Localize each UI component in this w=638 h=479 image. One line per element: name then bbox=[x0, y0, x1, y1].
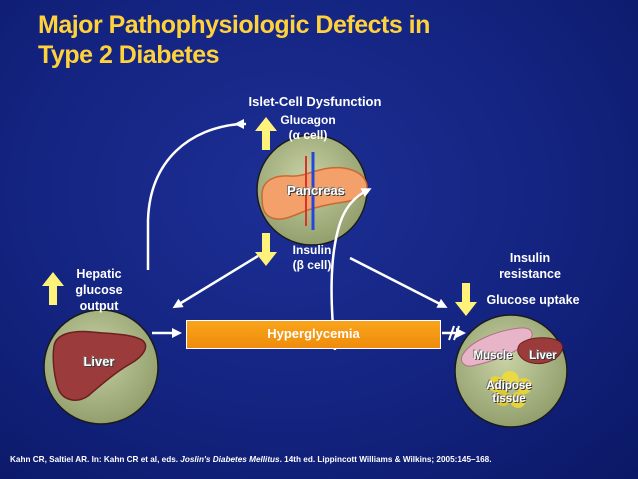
liver-shape bbox=[52, 330, 147, 401]
adipose-line-2: tissue bbox=[492, 393, 526, 405]
blocked-slash-1 bbox=[448, 325, 455, 341]
citation: Kahn CR, Saltiel AR. In: Kahn CR et al, … bbox=[10, 455, 630, 464]
glucagon-line-1: Glucagon bbox=[280, 113, 336, 127]
arrow-hyperglycemia-to-pancreas bbox=[146, 122, 241, 268]
hepatic-line-3: output bbox=[79, 299, 119, 313]
tissue-liver-shape bbox=[517, 337, 563, 365]
pancreas-label: Pancreas bbox=[287, 183, 345, 198]
arrow-insulin-to-tissue bbox=[349, 256, 448, 308]
insulin-line-2: (β cell) bbox=[292, 258, 332, 272]
citation-pre: Kahn CR, Saltiel AR. In: Kahn CR et al, … bbox=[10, 455, 181, 464]
slide-title: Major Pathophysiologic Defects in Type 2… bbox=[38, 10, 430, 70]
uptake-down-arrow bbox=[455, 283, 477, 316]
arrow-insulin-to-liver bbox=[172, 254, 259, 309]
hepatic-line-2: glucose bbox=[75, 283, 123, 297]
hepatic-glucose-label: Hepatic glucose output bbox=[56, 266, 142, 314]
citation-book: Joslin's Diabetes Mellitus bbox=[180, 455, 280, 464]
resistance-line-1: Insulin bbox=[509, 251, 551, 265]
glucagon-up-arrow bbox=[255, 117, 277, 150]
insulin-resistance-label: Insulin resistance bbox=[480, 250, 580, 282]
liver-label: Liver bbox=[83, 354, 115, 369]
title-line-1: Major Pathophysiologic Defects in bbox=[38, 11, 430, 39]
insulin-label: Insulin (β cell) bbox=[272, 243, 352, 273]
blocked-slash-2 bbox=[453, 325, 460, 341]
muscle-label: Muscle bbox=[473, 350, 513, 362]
glucagon-line-2: (α cell) bbox=[288, 128, 328, 142]
hyperglycemia-label: Hyperglycemia bbox=[267, 326, 360, 341]
glucagon-label: Glucagon (α cell) bbox=[268, 113, 348, 143]
adipose-line-1: Adipose bbox=[486, 380, 532, 392]
arrow-hyperglycemia-up bbox=[330, 188, 372, 351]
title-line-2: Type 2 Diabetes bbox=[38, 41, 220, 69]
insulin-down-arrow bbox=[255, 233, 277, 266]
adipose-tissue-label: Adipose tissue bbox=[478, 380, 540, 406]
islet-cell-label: Islet-Cell Dysfunction bbox=[248, 94, 382, 109]
insulin-line-1: Insulin bbox=[292, 243, 332, 257]
hyperglycemia-box bbox=[186, 320, 441, 349]
hepatic-line-1: Hepatic bbox=[76, 267, 122, 281]
tissue-liver-label: Liver bbox=[529, 350, 557, 362]
hepatic-up-arrow bbox=[42, 272, 64, 305]
glucose-uptake-label: Glucose uptake bbox=[486, 293, 580, 307]
adipose-shape bbox=[488, 371, 532, 408]
citation-post: . 14th ed. Lippincott Williams & Wilkins… bbox=[279, 455, 492, 464]
resistance-line-2: resistance bbox=[499, 267, 561, 281]
